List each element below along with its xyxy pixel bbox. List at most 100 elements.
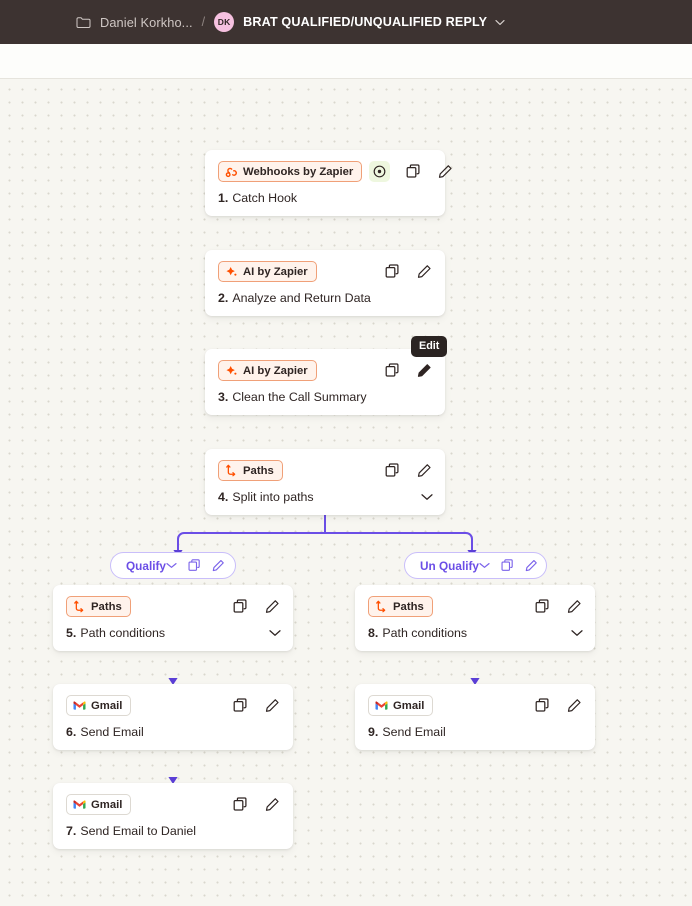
duplicate-icon[interactable]: [501, 559, 514, 572]
duplicate-icon[interactable]: [231, 598, 249, 616]
gmail-icon: [73, 701, 86, 710]
app-badge[interactable]: Gmail: [66, 695, 132, 716]
app-badge[interactable]: Webhooks by Zapier: [218, 161, 363, 182]
ai-icon: [226, 266, 237, 276]
workflow-node-7[interactable]: Gmail 7. Send Email to Daniel: [53, 783, 293, 849]
app-badge-label: Gmail: [393, 699, 425, 712]
breadcrumb-owner[interactable]: Daniel Korkho...: [100, 14, 193, 30]
duplicate-icon[interactable]: [383, 263, 401, 281]
app-badge[interactable]: Paths: [66, 596, 131, 617]
node-title: 8. Path conditions: [368, 626, 583, 640]
node-number: 3.: [218, 390, 229, 404]
chevron-down-icon[interactable]: [571, 629, 583, 637]
chevron-down-icon[interactable]: [421, 493, 433, 501]
app-header: Daniel Korkho... / DK BRAT QUALIFIED/UNQ…: [0, 0, 692, 44]
app-badge-label: Webhooks by Zapier: [243, 165, 354, 178]
node-title: 9. Send Email: [368, 725, 583, 739]
node-title: 2. Analyze and Return Data: [218, 291, 433, 305]
node-title: 3. Clean the Call Summary: [218, 390, 433, 404]
duplicate-icon[interactable]: [533, 697, 551, 715]
app-badge-label: Paths: [91, 600, 122, 613]
node-number: 5.: [66, 626, 77, 640]
page-title: BRAT QUALIFIED/UNQUALIFIED REPLY: [243, 15, 488, 29]
paths-icon: [74, 600, 84, 613]
workflow-node-3[interactable]: AI by Zapier 3. Clean the Call Summary: [205, 349, 445, 415]
app-badge[interactable]: Paths: [218, 460, 283, 481]
duplicate-icon[interactable]: [383, 362, 401, 380]
node-title: 7. Send Email to Daniel: [66, 824, 281, 838]
pencil-icon[interactable]: [263, 697, 281, 715]
play-circle-icon: [373, 165, 386, 178]
node-title-text: Path conditions: [382, 626, 468, 640]
workflow-node-5[interactable]: Paths 5. Path conditions: [53, 585, 293, 651]
edit-tooltip: Edit: [411, 336, 448, 357]
ai-icon: [226, 365, 237, 375]
pencil-icon[interactable]: [263, 598, 281, 616]
duplicate-icon[interactable]: [188, 559, 201, 572]
app-badge[interactable]: Paths: [368, 596, 433, 617]
pencil-icon[interactable]: [212, 559, 225, 572]
node-title-text: Send Email to Daniel: [80, 824, 197, 838]
chevron-down-icon[interactable]: [479, 562, 490, 569]
path-pill-label: Un Qualify: [420, 558, 479, 573]
app-badge-label: Gmail: [91, 699, 123, 712]
node-number: 1.: [218, 191, 229, 205]
pencil-icon[interactable]: [436, 163, 454, 181]
node-number: 9.: [368, 725, 379, 739]
run-step-button[interactable]: [369, 161, 391, 182]
node-title-text: Path conditions: [80, 626, 166, 640]
node-title: 5. Path conditions: [66, 626, 281, 640]
duplicate-icon[interactable]: [404, 163, 422, 181]
app-badge-label: AI by Zapier: [243, 364, 308, 377]
pencil-icon[interactable]: [565, 598, 583, 616]
chevron-down-icon[interactable]: [269, 629, 281, 637]
gmail-icon: [73, 800, 86, 809]
workflow-node-2[interactable]: AI by Zapier 2. Analyze and Return Dat: [205, 250, 445, 316]
avatar: DK: [214, 12, 235, 32]
breadcrumb-separator: /: [201, 15, 206, 29]
node-title-text: Split into paths: [232, 490, 314, 504]
pencil-icon[interactable]: [415, 263, 433, 281]
pencil-icon[interactable]: [565, 697, 583, 715]
duplicate-icon[interactable]: [231, 796, 249, 814]
app-badge[interactable]: Gmail: [368, 695, 434, 716]
node-title-text: Send Email: [80, 725, 144, 739]
workflow-node-1[interactable]: Webhooks by Zapier: [205, 150, 452, 216]
paths-icon: [226, 464, 236, 477]
workflow-node-8[interactable]: Paths 8. Path conditions: [355, 585, 595, 651]
workflow-node-4[interactable]: Paths 4. Split into paths: [205, 449, 445, 515]
node-title: 6. Send Email: [66, 725, 281, 739]
app-badge-label: Gmail: [91, 798, 123, 811]
node-title: 1. Catch Hook: [218, 191, 433, 205]
pencil-icon[interactable]: [525, 559, 538, 572]
pencil-icon[interactable]: [263, 796, 281, 814]
app-badge-label: Paths: [243, 464, 274, 477]
pencil-icon[interactable]: [415, 362, 433, 380]
folder-icon: [76, 16, 91, 28]
duplicate-icon[interactable]: [383, 462, 401, 480]
node-number: 7.: [66, 824, 77, 838]
app-badge[interactable]: AI by Zapier: [218, 360, 317, 381]
app-badge[interactable]: AI by Zapier: [218, 261, 317, 282]
path-pill-qualify[interactable]: Qualify: [110, 552, 236, 579]
workflow-node-6[interactable]: Gmail 6. Send Email: [53, 684, 293, 750]
gmail-icon: [375, 701, 388, 710]
chevron-down-icon[interactable]: [495, 19, 505, 26]
app-badge-label: Paths: [393, 600, 424, 613]
duplicate-icon[interactable]: [533, 598, 551, 616]
workflow-node-9[interactable]: Gmail 9. Send Email: [355, 684, 595, 750]
paths-icon: [376, 600, 386, 613]
webhooks-icon: [225, 167, 237, 178]
duplicate-icon[interactable]: [231, 697, 249, 715]
node-title: 4. Split into paths: [218, 490, 433, 504]
workflow-canvas[interactable]: Webhooks by Zapier: [0, 79, 692, 906]
app-badge[interactable]: Gmail: [66, 794, 132, 815]
pencil-icon[interactable]: [415, 462, 433, 480]
node-title-text: Send Email: [382, 725, 446, 739]
path-pill-unqualify[interactable]: Un Qualify: [404, 552, 547, 579]
chevron-down-icon[interactable]: [166, 562, 177, 569]
node-title-text: Catch Hook: [232, 191, 298, 205]
path-pill-label: Qualify: [126, 558, 166, 573]
node-number: 8.: [368, 626, 379, 640]
node-title-text: Clean the Call Summary: [232, 390, 367, 404]
